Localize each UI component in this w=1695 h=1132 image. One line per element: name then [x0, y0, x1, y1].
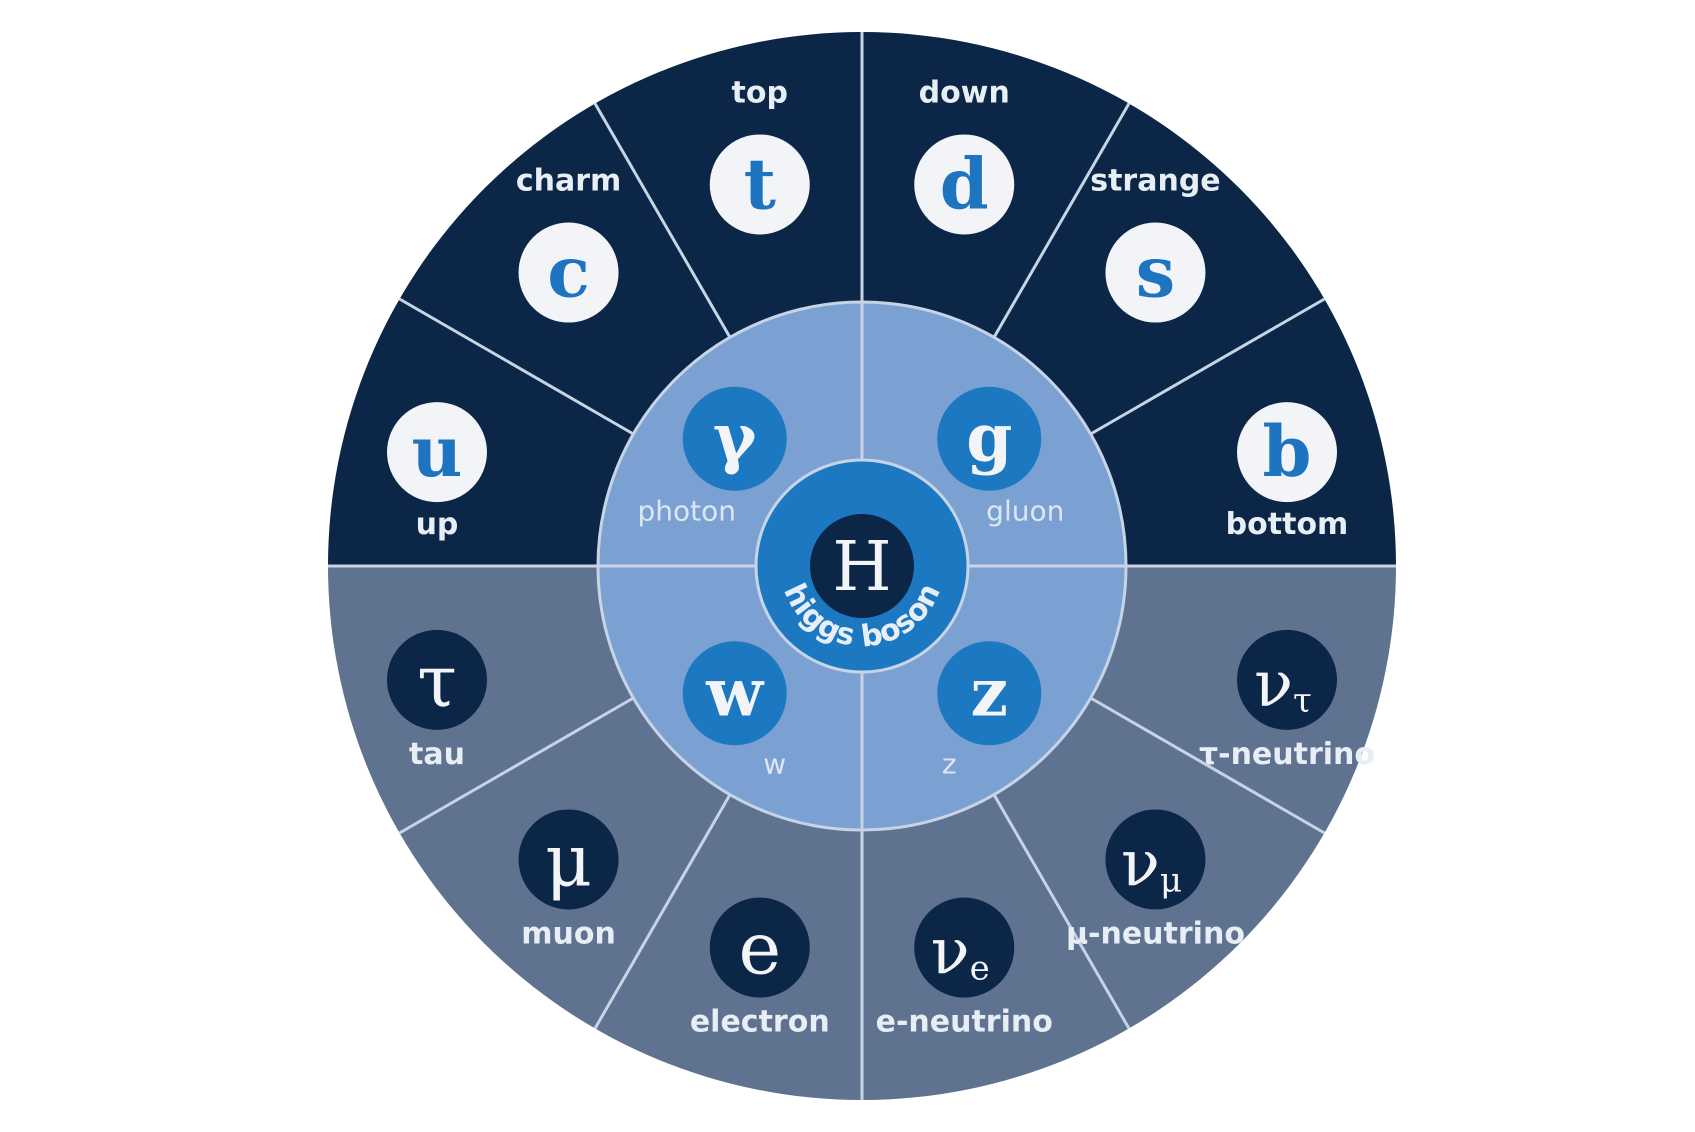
strange-quark-label: strange [1090, 164, 1220, 199]
mu-neutrino-symbol-main: ν [1121, 827, 1160, 901]
mu-neutrino-lepton-label: μ-neutrino [1066, 916, 1245, 951]
down-quark-label: down [919, 75, 1010, 110]
photon-boson-symbol: γ [713, 399, 757, 477]
muon-lepton-symbol: μ [545, 818, 592, 902]
z-boson-symbol: z [971, 653, 1008, 731]
divider-spoke [593, 793, 732, 1030]
down-quark-badge [914, 134, 1015, 235]
muon-lepton-label: muon [521, 916, 616, 951]
tau-lepton-badge [386, 629, 487, 730]
boson-ring-edge [596, 300, 1128, 832]
tau-lepton-symbol: τ [417, 639, 457, 723]
gluon-boson-label: gluon [986, 495, 1064, 528]
bottom-quark-badge [1237, 402, 1338, 503]
charm-quark-symbol: c [547, 231, 590, 314]
top-quark-label: top [732, 75, 788, 110]
e-neutrino-symbol-main: ν [931, 916, 970, 990]
electron-lepton-symbol: e [738, 907, 781, 991]
divider-spoke [992, 793, 1131, 1030]
down-quark-symbol: d [940, 142, 989, 225]
tau-neutrino-lepton-badge [1237, 629, 1338, 730]
divider-spoke [1089, 696, 1326, 835]
mu-neutrino-lepton-symbol: νμ [1121, 827, 1182, 901]
divider-spoke [398, 297, 635, 436]
up-quark-symbol: u [412, 410, 463, 493]
tau-lepton-label: tau [409, 737, 465, 772]
bottom-quark-symbol: b [1263, 410, 1312, 493]
gluon-boson-badge [937, 386, 1042, 491]
up-quark-label: up [416, 507, 459, 542]
tau-neutrino-lepton-symbol: ντ [1254, 648, 1312, 722]
electron-lepton-badge [709, 897, 810, 998]
divider-spoke [1089, 297, 1326, 436]
divider-spoke [593, 102, 732, 339]
mu-neutrino-symbol-sub: μ [1160, 860, 1182, 900]
photon-boson-badge [682, 386, 787, 491]
top-quark-symbol: t [744, 142, 776, 225]
e-neutrino-lepton-label: e-neutrino [876, 1005, 1053, 1040]
muon-lepton-badge [518, 809, 619, 910]
z-boson-label: z [942, 747, 957, 780]
higgs-badge [810, 514, 914, 618]
w-boson-symbol: w [705, 653, 765, 731]
strange-quark-badge [1105, 222, 1206, 323]
charm-quark-label: charm [516, 164, 621, 199]
higgs-center: H higgs boson [754, 458, 970, 674]
w-boson-label: w [763, 747, 786, 780]
particle-badges: u up c charm t top d down s strange b bottom τ tau μ mu… [386, 75, 1375, 1040]
e-neutrino-lepton-symbol: νe [931, 916, 990, 990]
photon-boson-label: photon [637, 495, 736, 528]
top-quark-badge [709, 134, 810, 235]
e-neutrino-symbol-sub: e [970, 949, 990, 989]
tau-neutrino-lepton-label: τ-neutrino [1199, 737, 1375, 772]
charm-quark-badge [518, 222, 619, 323]
tau-neutrino-symbol-main: ν [1254, 648, 1293, 722]
w-boson-badge [682, 641, 787, 746]
strange-quark-symbol: s [1136, 231, 1175, 314]
z-boson-badge [937, 641, 1042, 746]
bottom-quark-label: bottom [1226, 507, 1349, 542]
divider-spoke [398, 696, 635, 835]
tau-neutrino-symbol-sub: τ [1293, 681, 1312, 721]
electron-lepton-label: electron [690, 1005, 830, 1040]
mu-neutrino-lepton-badge [1105, 809, 1206, 910]
e-neutrino-lepton-badge [914, 897, 1015, 998]
divider-spoke [992, 102, 1131, 339]
up-quark-badge [386, 402, 487, 503]
gluon-boson-symbol: g [966, 399, 1012, 477]
higgs-symbol: H [832, 528, 891, 607]
